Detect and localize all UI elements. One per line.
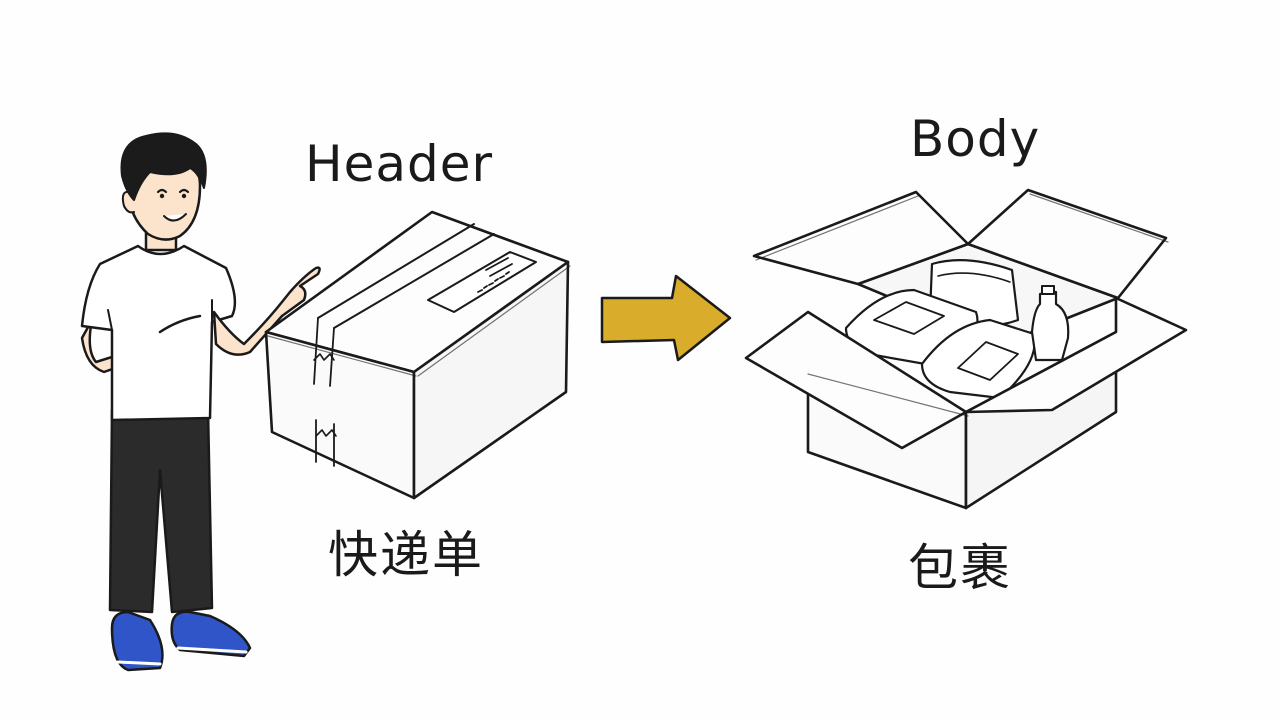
person-pointing-illustration [80,132,321,672]
header-label: Header [305,135,494,193]
body-label: Body [910,110,1041,168]
waybill-label: 快递单 [328,526,484,584]
open-box-icon [744,188,1188,510]
closed-box-icon [264,210,571,500]
package-label: 包裹 [908,539,1012,597]
arrow-right-icon [600,274,732,362]
